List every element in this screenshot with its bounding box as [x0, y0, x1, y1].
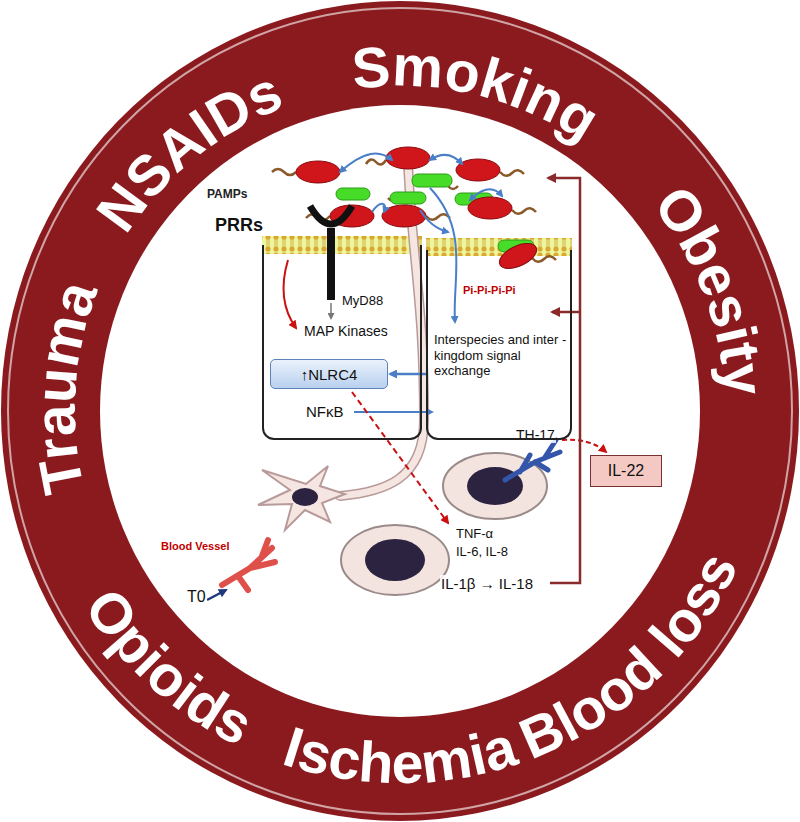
node-text: NFκB [306, 403, 344, 421]
cytokine-box: IL-22 [590, 455, 662, 487]
label: PAMPs [206, 188, 248, 202]
node-text: Interspecies and inter - kingdom signal … [434, 332, 568, 379]
label: Pi-Pi-Pi-Pi [462, 284, 517, 297]
label: IL-1β → IL-18 [440, 575, 534, 592]
node-text: IL-22 [608, 462, 644, 480]
node-text: MAP Kinases [304, 323, 388, 340]
label: TH-17 [515, 427, 556, 443]
node-text: MyD88 [342, 293, 383, 309]
node-text: ↑NLRC4 [301, 366, 358, 383]
ring-word: Obesity [642, 174, 777, 398]
ring-word: Ischemia [277, 713, 525, 795]
nlrc4-box: ↑NLRC4 [270, 359, 388, 389]
ring-word: NSAIDs [84, 58, 291, 242]
label: PRRs [214, 215, 264, 236]
label: TNF-α [455, 527, 494, 542]
label: IL-6, IL-8 [455, 545, 509, 560]
epithelial-cell: MyD88MAP KinasesNFκB ↑NLRC4 [262, 245, 422, 440]
epithelial-cell: Interspecies and inter - kingdom signal … [426, 250, 572, 440]
ring-word: Blood loss [510, 542, 749, 771]
ring-word: Opioids [73, 577, 263, 758]
label: T0 [186, 588, 207, 606]
inner-disk [100, 105, 700, 717]
label: Blood Vessel [160, 540, 230, 553]
ring-word: Trauma [23, 271, 110, 498]
ring-word: Smoking [349, 33, 610, 152]
